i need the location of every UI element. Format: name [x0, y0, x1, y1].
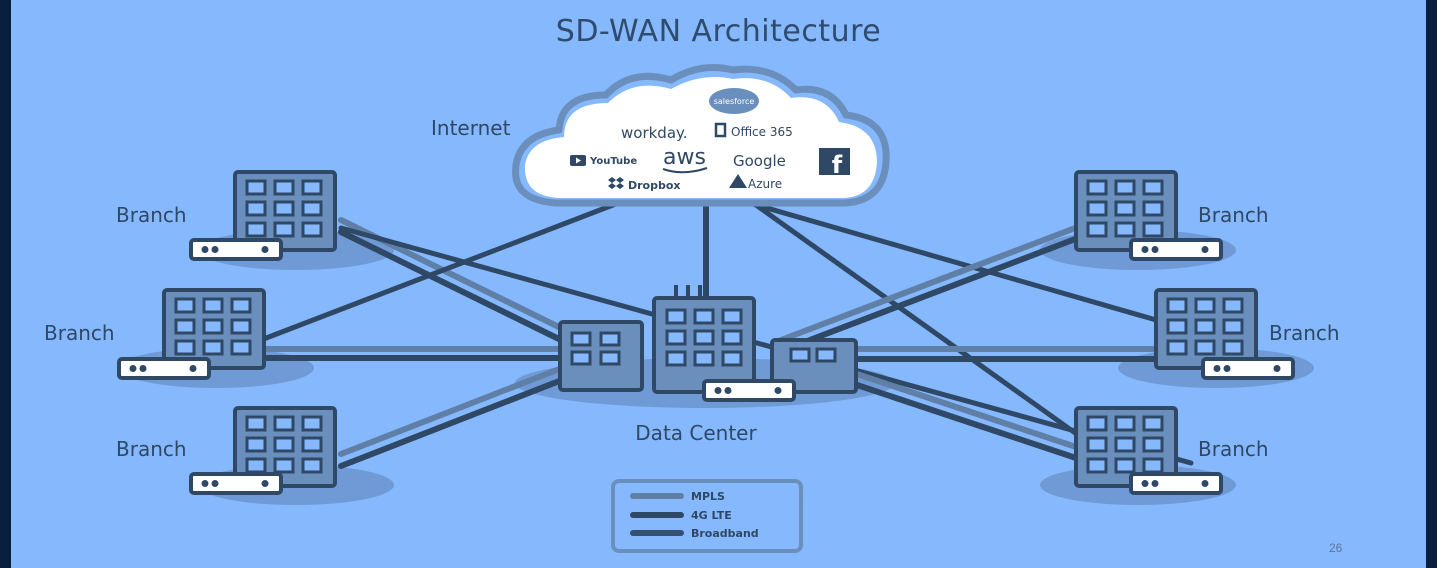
link-broadband [338, 225, 1194, 466]
branch-top-left: Branch [116, 170, 337, 261]
dropbox-icon [608, 177, 624, 189]
service-workday: workday. [621, 124, 688, 142]
legend-label-mpls: MPLS [691, 490, 725, 503]
service-office365: Office 365 [731, 125, 793, 139]
data-center [558, 285, 858, 402]
link-mpls [851, 370, 1094, 455]
link-broadband [338, 229, 570, 346]
link-4g [258, 197, 629, 343]
wan-links [258, 197, 1194, 469]
branch-label: Branch [1269, 321, 1340, 345]
link-4g [736, 197, 1194, 333]
legend-label-4g: 4G LTE [691, 509, 732, 522]
data-center-router [702, 379, 796, 402]
branch-mid-left: Branch [44, 288, 266, 380]
service-dropbox: Dropbox [628, 179, 681, 192]
service-salesforce: salesforce [714, 97, 755, 106]
aws-smile-icon [662, 167, 708, 174]
slide-title: SD-WAN Architecture [555, 14, 882, 49]
branch-label: Branch [1198, 203, 1269, 227]
office-icon [714, 122, 727, 138]
branch-bottom-left: Branch [116, 406, 337, 495]
link-mpls [338, 363, 570, 457]
data-center-label: Data Center [635, 421, 757, 445]
service-facebook: f [832, 151, 843, 179]
branch-label: Branch [44, 321, 115, 345]
link-broadband [338, 375, 570, 469]
slide: SD-WAN Architecture [11, 0, 1426, 568]
service-aws: aws [663, 145, 706, 170]
branch-top-right: Branch [1074, 170, 1269, 261]
service-google: Google [733, 152, 786, 170]
link-broadband [851, 381, 1094, 466]
internet-label: Internet [431, 116, 511, 140]
branch-label: Branch [116, 203, 187, 227]
branch-mid-right: Branch [1154, 288, 1340, 380]
branch-label: Branch [1198, 437, 1269, 461]
link-mpls [778, 219, 1094, 343]
azure-icon [729, 174, 747, 188]
facebook-icon [819, 148, 850, 175]
sd-wan-diagram: salesforce workday. Office 365 YouTube a… [44, 64, 1340, 553]
internet-cloud: salesforce workday. Office 365 YouTube a… [512, 64, 890, 207]
legend-label-broadband: Broadband [691, 527, 759, 540]
link-broadband [778, 230, 1094, 354]
branch-label: Branch [116, 437, 187, 461]
link-4g [746, 197, 1109, 458]
branch-bottom-right: Branch [1074, 406, 1269, 495]
page-number: 26 [1329, 541, 1343, 555]
legend: MPLS 4G LTE Broadband [611, 479, 803, 553]
service-youtube: YouTube [589, 156, 637, 167]
service-azure: Azure [748, 177, 782, 191]
